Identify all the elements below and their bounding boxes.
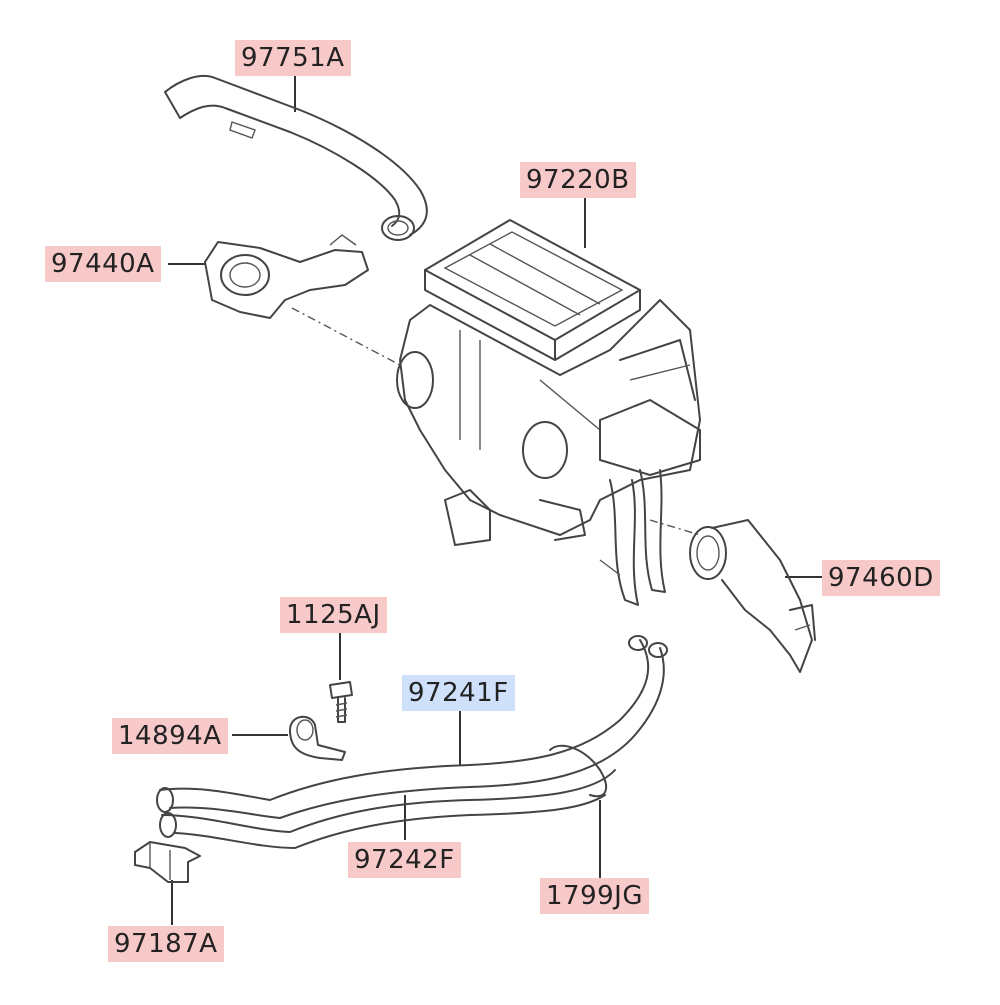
part-label-97242f[interactable]: 97242F [348, 842, 461, 878]
bracket-97187a-drawing [134, 841, 201, 883]
part-label-1799jg[interactable]: 1799JG [540, 878, 649, 914]
hoses-drawing [156, 635, 668, 849]
clip-14894a-drawing [289, 715, 346, 761]
part-label-97220b[interactable]: 97220B [520, 162, 636, 198]
bolt-1125aj-drawing [329, 681, 353, 723]
part-label-97460d[interactable]: 97460D [822, 560, 940, 596]
part-label-97187a[interactable]: 97187A [108, 926, 224, 962]
part-label-1125aj[interactable]: 1125AJ [280, 597, 387, 633]
duct-97440a-drawing [204, 234, 369, 319]
part-label-97241f[interactable]: 97241F [402, 675, 515, 711]
duct-97460d-drawing [689, 519, 816, 673]
duct-97751a-drawing [164, 74, 428, 241]
leader-lines [168, 75, 822, 925]
part-label-14894a[interactable]: 14894A [112, 718, 228, 754]
heater-unit-97220b-drawing [396, 219, 701, 606]
part-label-97751a[interactable]: 97751A [235, 40, 351, 76]
part-label-97440a[interactable]: 97440A [45, 246, 161, 282]
